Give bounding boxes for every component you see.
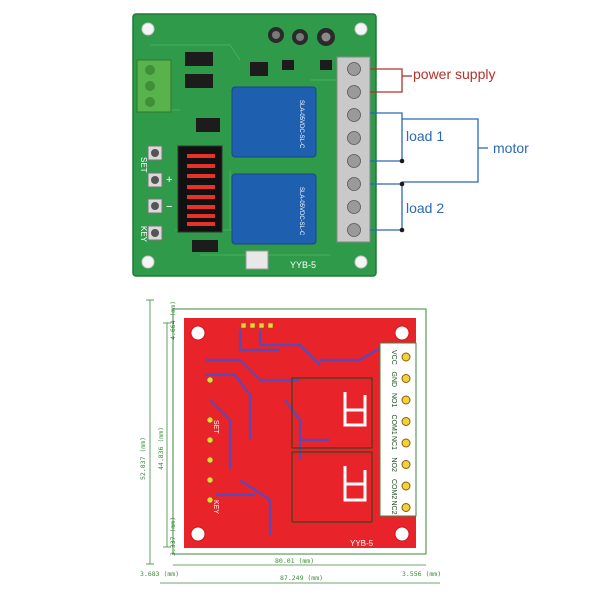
relay-2: SLA-05VDC-SL-C — [231, 173, 317, 245]
dimension-lines — [146, 299, 440, 584]
layout-silk-set: SET — [212, 420, 219, 434]
terminal-label: NC1 — [390, 436, 397, 450]
button-label-plus: + — [166, 174, 172, 186]
terminal-label: NO2 — [390, 458, 397, 473]
callout-motor: motor — [493, 140, 529, 156]
dim-height-inner: 44.836 (mm) — [157, 427, 165, 470]
terminal-label: NC2 — [390, 501, 397, 515]
layout-mount-holes — [190, 325, 410, 542]
relay-2-text: SLA-05VDC-SL-C — [298, 187, 304, 236]
terminal-pad — [401, 503, 411, 512]
relay-1: SLA-05VDC-SL-C — [231, 86, 317, 158]
dim-height-overall: 52.837 (mm) — [139, 437, 147, 480]
dim-width-left: 3.683 (mm) — [140, 570, 179, 578]
layout-relay-outlines — [291, 377, 373, 523]
callout-load-1: load 1 — [406, 128, 445, 144]
layout-relay-contacts — [343, 392, 367, 502]
capacitors — [268, 27, 335, 46]
display-digits — [187, 154, 215, 226]
pcb-photo: SET + − KEY SLA-05VDC-SL-C SLA-05VDC-SL-… — [132, 13, 377, 277]
input-terminal-screws — [145, 65, 155, 107]
terminal-label: COM1 — [390, 415, 397, 435]
button-label-minus: − — [166, 201, 172, 213]
terminal-pad — [401, 395, 411, 405]
output-terminal-screws — [347, 62, 361, 237]
terminal-pad — [401, 352, 411, 362]
mount-hole — [354, 255, 368, 269]
callout-load-2: load 2 — [406, 200, 445, 216]
layout-terminal-column — [379, 342, 417, 517]
layout-silk-key: KEY — [212, 500, 219, 514]
layout-board-label: YYB-5 — [350, 539, 374, 548]
layout-pads — [206, 322, 274, 504]
dim-width-overall: 87.249 (mm) — [280, 574, 323, 582]
layout-outline — [172, 308, 427, 555]
dim-height-bottom: 3.337 (mm) — [169, 517, 177, 556]
board-connector — [245, 250, 269, 270]
mount-hole — [141, 255, 155, 269]
button-label-set: SET — [139, 157, 148, 173]
terminal-pad — [401, 481, 411, 491]
callout-lines — [370, 68, 488, 231]
terminal-pad — [401, 417, 411, 426]
dim-width-inner: 80.01 (mm) — [275, 557, 314, 565]
push-buttons — [147, 145, 163, 241]
mount-hole — [141, 22, 155, 36]
callout-power-supply: power supply — [413, 66, 496, 82]
terminal-label: COM2 — [390, 479, 397, 499]
terminal-label: VCC — [390, 350, 397, 365]
mount-hole — [354, 22, 368, 36]
dim-height-top: 4.664 (mm) — [169, 301, 177, 340]
dim-width-right: 3.556 (mm) — [402, 570, 441, 578]
relay-1-text: SLA-05VDC-SL-C — [298, 100, 304, 149]
layout-traces — [205, 330, 386, 535]
output-terminal-block — [336, 56, 371, 243]
terminal-pad — [401, 374, 411, 383]
callout-dots — [399, 158, 405, 233]
button-label-key: KEY — [139, 226, 148, 243]
terminal-pad — [401, 438, 411, 448]
terminal-pad — [401, 460, 411, 469]
terminal-label: GND — [390, 372, 397, 388]
pcb-board-label: YYB-5 — [290, 260, 316, 270]
terminal-label: NO1 — [390, 393, 397, 408]
